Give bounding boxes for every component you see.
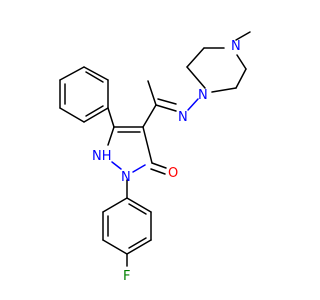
atom-n-imine: N bbox=[178, 110, 188, 125]
atom-n-pyrazole: N bbox=[121, 170, 131, 185]
phenyl-ring bbox=[59, 66, 109, 123]
structure-drawing: N N N NH N O F bbox=[59, 31, 251, 284]
pyrazolone-ring bbox=[107, 126, 153, 173]
bond-phenyl-c3 bbox=[107, 107, 115, 128]
atom-f: F bbox=[123, 269, 130, 284]
fluorophenyl-ring bbox=[102, 197, 152, 255]
atom-o-carbonyl: O bbox=[168, 166, 178, 181]
bond-c4-imine-carbon bbox=[142, 104, 157, 128]
atom-n-methyl: N bbox=[231, 39, 241, 54]
piperazine-ring bbox=[186, 47, 247, 93]
atom-n-piperazine: N bbox=[198, 88, 208, 103]
bond-carbonyl bbox=[151, 162, 167, 169]
molecule-diagram: N N N NH N O F bbox=[59, 31, 251, 284]
bond-n-methyl bbox=[235, 31, 251, 41]
atom-nh-pyrazole: NH bbox=[92, 149, 112, 164]
bond-imine bbox=[155, 104, 177, 112]
bond-methyl bbox=[147, 80, 157, 106]
bond-n-n bbox=[187, 98, 199, 111]
